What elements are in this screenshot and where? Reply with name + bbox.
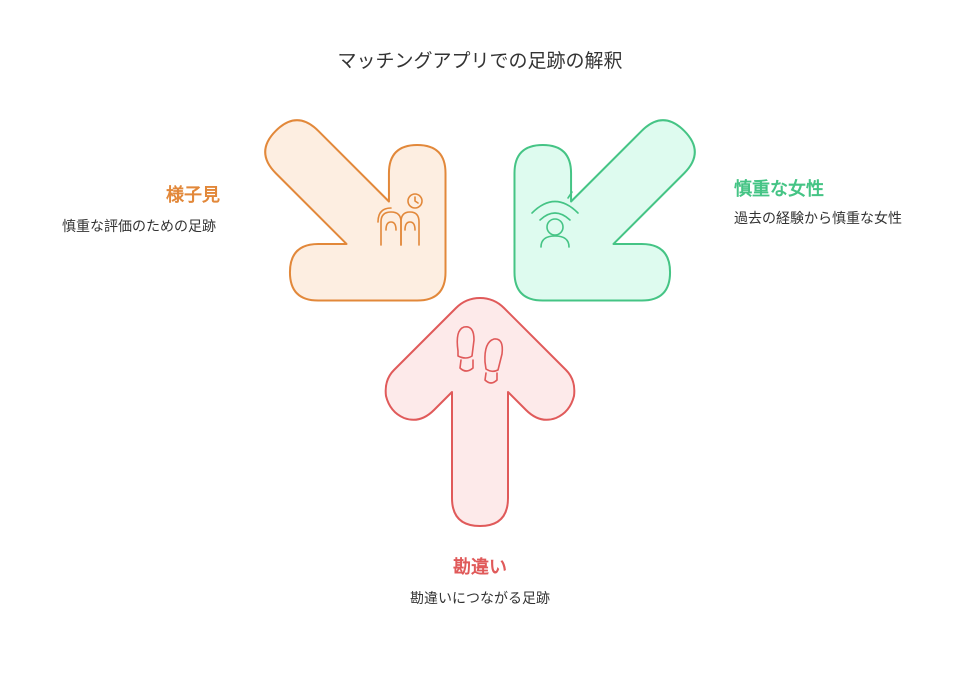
node-description-observing: 慎重な評価のための足跡 bbox=[62, 219, 216, 235]
diagram-title: マッチングアプリでの足跡の解釈 bbox=[337, 50, 623, 72]
woman-signal-icon bbox=[531, 191, 579, 248]
node-description-cautious: 過去の経験から慎重な女性 bbox=[734, 211, 902, 227]
node-heading-cautious: 慎重な女性 bbox=[734, 179, 824, 200]
arrow-observing bbox=[264, 119, 447, 302]
arrow-misunderstanding bbox=[384, 297, 576, 527]
node-heading-observing: 様子見 bbox=[166, 185, 220, 206]
node-description-misunderstanding: 勘違いにつながる足跡 bbox=[410, 591, 550, 607]
arrow-cautious bbox=[513, 119, 696, 302]
footprints-icon bbox=[456, 325, 504, 384]
node-heading-misunderstanding: 勘違い bbox=[453, 557, 507, 578]
hand-clock-icon bbox=[377, 193, 423, 246]
